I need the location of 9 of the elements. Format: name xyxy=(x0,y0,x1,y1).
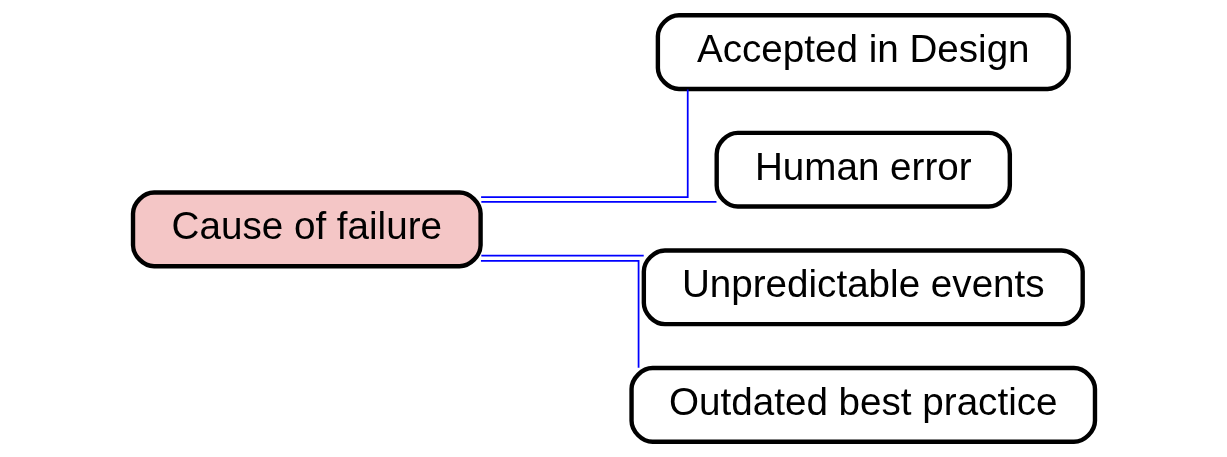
node-box: Unpredictable events xyxy=(641,248,1085,327)
node-box: Cause of failure xyxy=(130,190,483,269)
node-box: Human error xyxy=(714,130,1012,209)
connector xyxy=(479,260,639,369)
node-box: Outdated best practice xyxy=(628,365,1097,444)
connector xyxy=(479,201,717,203)
connector xyxy=(479,254,645,257)
connector xyxy=(479,88,689,199)
node-box: Accepted in Design xyxy=(655,13,1071,92)
